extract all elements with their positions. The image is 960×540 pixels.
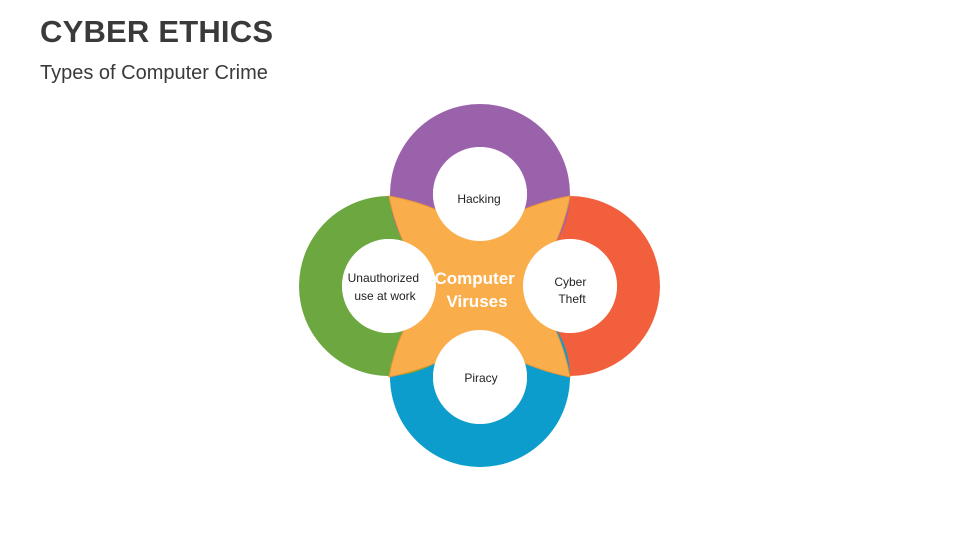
hole-bottom [433, 330, 527, 424]
page-subtitle: Types of Computer Crime [40, 62, 268, 84]
node-label-cyber-theft: Cyber Theft [554, 275, 589, 306]
node-label-hacking: Hacking [457, 192, 500, 206]
hole-left [342, 239, 436, 333]
node-label-piracy: Piracy [464, 371, 497, 385]
center-label: Computer Viruses [434, 269, 519, 311]
page-title: CYBER ETHICS [40, 14, 274, 49]
node-label-unauthorized-use: Unauthorized use at work [348, 271, 423, 303]
hole-right [523, 239, 617, 333]
hole-top [433, 147, 527, 241]
